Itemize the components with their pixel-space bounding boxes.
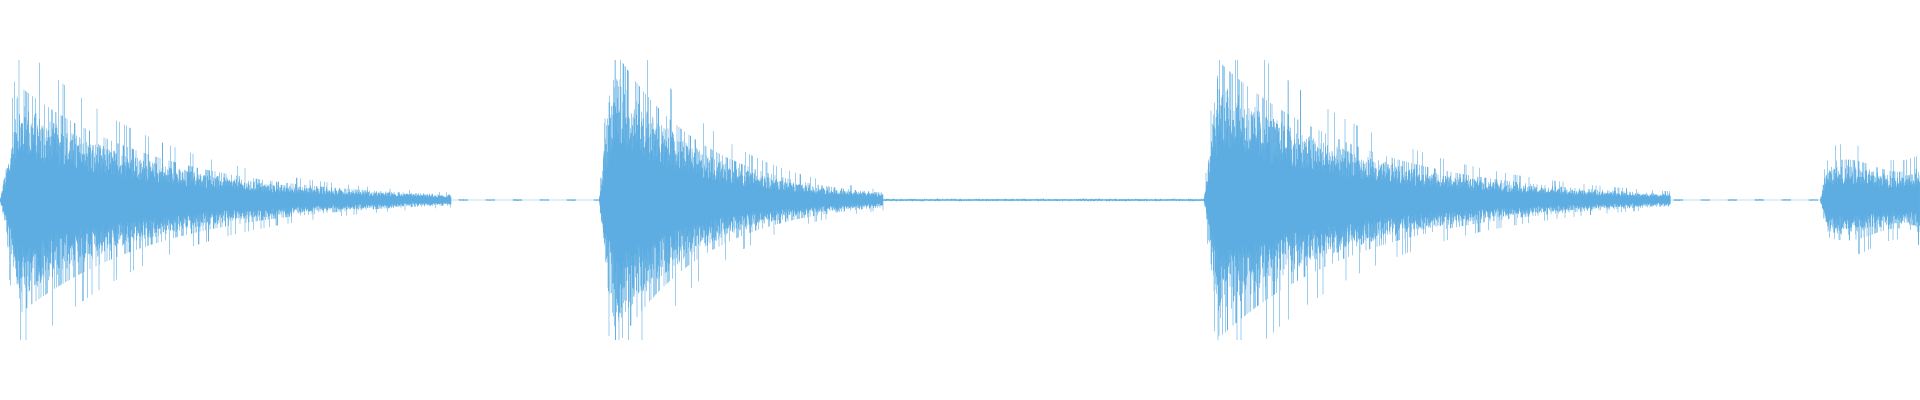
waveform-samples (0, 60, 1920, 340)
